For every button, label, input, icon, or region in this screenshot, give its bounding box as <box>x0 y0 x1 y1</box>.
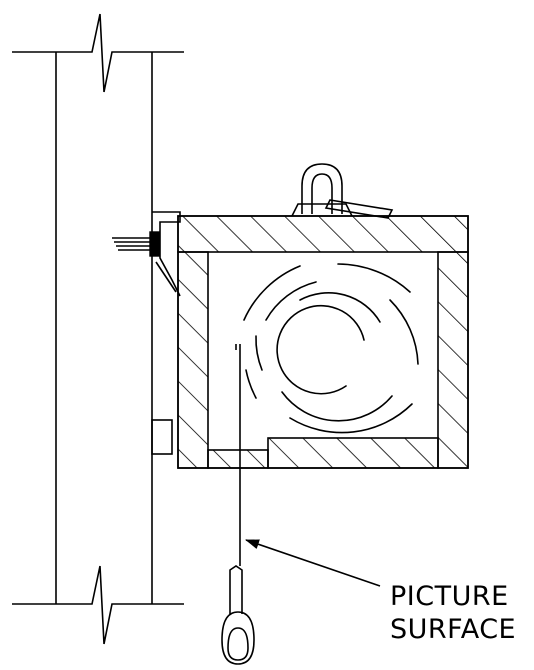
housing-case <box>177 215 469 469</box>
housing-left-wall <box>177 251 209 469</box>
roll-arc-10 <box>337 263 411 293</box>
callout-line-2: SURFACE <box>390 614 517 645</box>
hanging-hook <box>291 163 394 219</box>
pull-handle <box>221 565 255 665</box>
roll-arc-1 <box>276 304 365 395</box>
mounting-bracket <box>151 211 181 455</box>
wall-top-break-line <box>12 13 184 93</box>
roll-arc-4 <box>265 281 317 321</box>
callout-leader-arrow <box>245 539 381 587</box>
bracket-foot <box>151 419 173 455</box>
wall-bottom-break-line <box>12 565 184 645</box>
roll-arc-7 <box>289 403 413 434</box>
hook-clip <box>324 199 394 219</box>
housing-top-wall <box>177 215 469 253</box>
bracket-inner-line <box>155 261 177 293</box>
housing-bottom-lip <box>267 437 439 469</box>
hook-inner-loop <box>311 173 333 214</box>
rolled-screen <box>243 263 419 434</box>
bracket-outline <box>152 211 181 297</box>
handle-strap <box>229 565 243 614</box>
callout-line-1: PICTURE <box>390 581 509 612</box>
picture-surface <box>235 344 241 566</box>
roll-arc-5 <box>255 335 263 371</box>
screw-head <box>149 231 160 257</box>
roll-arc-6 <box>389 299 419 365</box>
mounting-screw <box>112 231 160 257</box>
housing-outline <box>177 215 469 469</box>
housing-bottom-left <box>207 449 269 469</box>
screw-thread <box>112 237 150 251</box>
handle-ring-inner <box>227 627 249 661</box>
picture-surface-label: PICTURE SURFACE <box>390 580 530 646</box>
housing-right-wall <box>437 251 469 469</box>
wall-section <box>12 13 184 645</box>
roll-arc-8 <box>243 265 301 321</box>
hook-base <box>291 203 353 217</box>
roll-arc-3 <box>281 391 393 422</box>
handle-ring-outer <box>221 611 255 665</box>
roll-arc-2 <box>299 292 381 323</box>
hook-outer-loop <box>301 163 343 214</box>
roll-arc-9 <box>245 369 257 399</box>
